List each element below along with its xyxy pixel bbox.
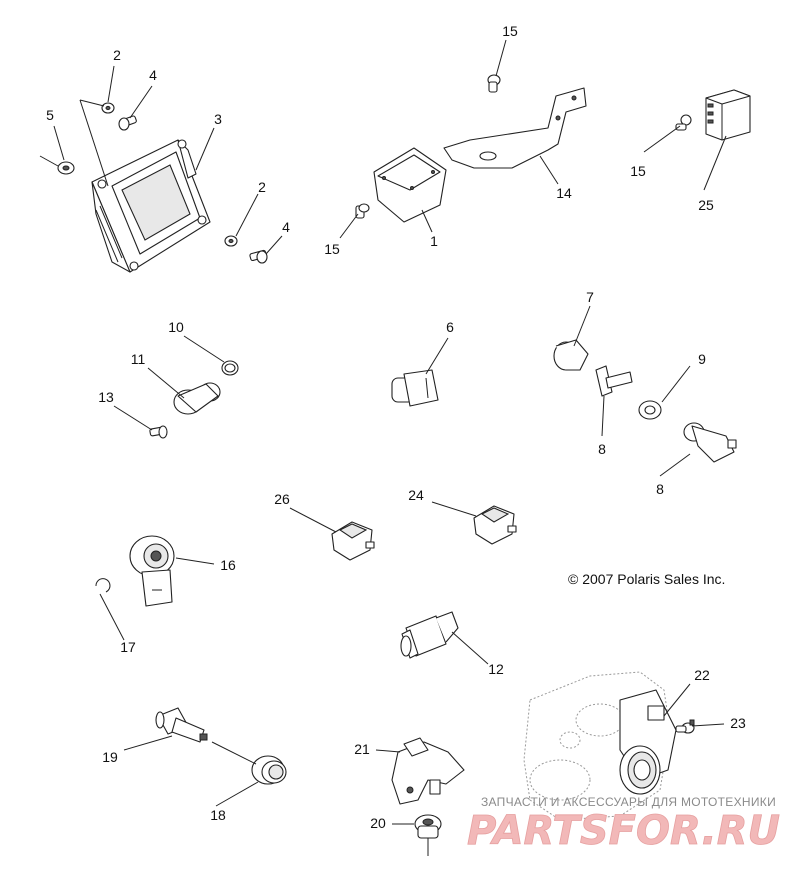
plug-20 xyxy=(414,814,442,839)
washer-2-bottom xyxy=(224,235,238,247)
nut-9 xyxy=(638,400,662,420)
callout-14: 14 xyxy=(556,185,572,201)
screw-15-top xyxy=(487,74,501,93)
callout-8: 8 xyxy=(656,481,664,497)
screw-15-left xyxy=(355,203,370,219)
watermark: ЗАПЧАСТИ И АКСЕССУАРЫ ДЛЯ МОТОТЕХНИКИ PA… xyxy=(467,795,781,854)
callout-16: 16 xyxy=(220,557,236,573)
screw-15-right xyxy=(675,114,692,131)
copyright-text: © 2007 Polaris Sales Inc. xyxy=(568,571,725,587)
callout-labels: 2 4 5 3 2 4 1 15 15 14 15 25 10 11 13 6 … xyxy=(46,23,746,831)
callout-19: 19 xyxy=(102,749,118,765)
o-ring-10 xyxy=(221,360,239,376)
callout-18: 18 xyxy=(210,807,226,823)
leader-lines xyxy=(39,39,727,856)
callout-4: 4 xyxy=(149,67,157,83)
callout-5: 5 xyxy=(46,107,54,123)
bolt-13 xyxy=(149,425,168,439)
watermark-brand: PARTSFOR.RU xyxy=(467,808,780,854)
callout-2: 2 xyxy=(258,179,266,195)
callout-25: 25 xyxy=(698,197,714,213)
map-sensor-21 xyxy=(391,737,465,805)
screw-23 xyxy=(675,719,695,734)
switch-26 xyxy=(331,521,375,561)
screw-4-bottom xyxy=(249,249,268,264)
callout-15: 15 xyxy=(502,23,518,39)
callout-10: 10 xyxy=(168,319,184,335)
bracket-14 xyxy=(443,87,587,169)
callout-17: 17 xyxy=(120,639,136,655)
washer-5 xyxy=(57,161,75,175)
watermark-subtitle: ЗАПЧАСТИ И АКСЕССУАРЫ ДЛЯ МОТОТЕХНИКИ xyxy=(481,795,776,809)
sensor-19 xyxy=(155,707,208,743)
washer-2-top xyxy=(101,102,115,114)
connector-25 xyxy=(705,89,751,141)
callout-12: 12 xyxy=(488,661,504,677)
switch-24 xyxy=(473,505,517,545)
callout-3: 3 xyxy=(214,111,222,127)
callout-23: 23 xyxy=(730,715,746,731)
cover-box xyxy=(373,147,447,223)
callout-15: 15 xyxy=(324,241,340,257)
callout-8: 8 xyxy=(598,441,606,457)
temp-sensor-12 xyxy=(400,611,459,659)
sensor-6 xyxy=(391,369,439,407)
ecu-module xyxy=(91,139,211,273)
callout-13: 13 xyxy=(98,389,114,405)
throttle-body-22 xyxy=(523,671,677,821)
grommet-7 xyxy=(553,339,589,371)
callout-24: 24 xyxy=(408,487,424,503)
callout-2: 2 xyxy=(113,47,121,63)
callout-21: 21 xyxy=(354,741,370,757)
callout-22: 22 xyxy=(694,667,710,683)
callout-11: 11 xyxy=(131,351,146,367)
callout-4: 4 xyxy=(282,219,290,235)
callout-26: 26 xyxy=(274,491,290,507)
grommet-18 xyxy=(251,755,287,785)
callout-15: 15 xyxy=(630,163,646,179)
sensor-11 xyxy=(173,382,221,415)
knock-sensor-16 xyxy=(129,535,175,607)
callout-20: 20 xyxy=(370,815,386,831)
callout-1: 1 xyxy=(430,233,438,249)
sensor-8 xyxy=(683,422,737,463)
callout-9: 9 xyxy=(698,351,706,367)
callout-6: 6 xyxy=(446,319,454,335)
callout-7: 7 xyxy=(586,289,594,305)
clip-17 xyxy=(95,578,111,593)
screw-4-top xyxy=(118,115,137,131)
plate-8 xyxy=(595,365,633,397)
